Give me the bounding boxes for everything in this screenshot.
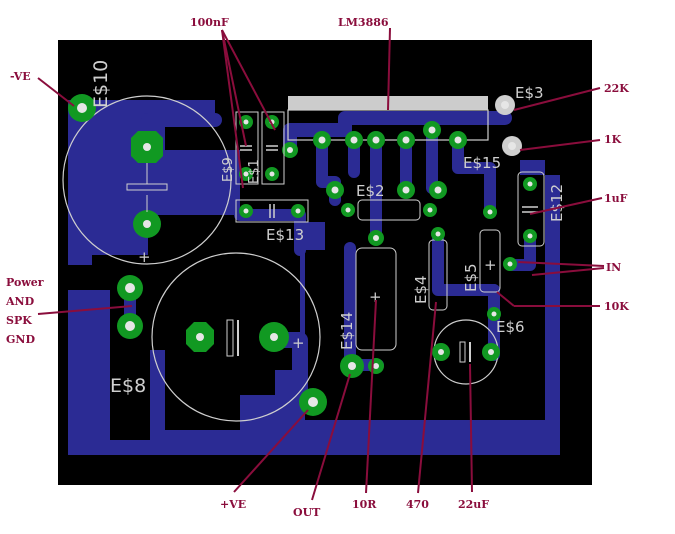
leader-1k [519, 139, 601, 151]
label-e4: E$4 [412, 275, 430, 304]
annotation-out: OUT [293, 506, 321, 519]
leader-in-b [531, 267, 605, 276]
trace [452, 134, 496, 218]
annotation-22uf: 22uF [458, 498, 489, 511]
label-e6: E$6 [496, 318, 525, 336]
annotation-100nf: 100nF [190, 16, 229, 29]
label-e10: E$10 [90, 60, 112, 108]
annotation-470: 470 [406, 498, 429, 511]
cap-e12-outline [517, 171, 545, 247]
label-e14: E$14 [338, 312, 356, 350]
cap-e8-outline [151, 252, 321, 422]
annotation-and: AND [5, 295, 35, 308]
annotation-10r: 10R [352, 498, 377, 511]
label-e9: E$9 [221, 157, 236, 182]
label-plus-e5: + [484, 256, 497, 274]
label-e1: E$1 [247, 159, 262, 184]
label-plus-e14: + [369, 288, 382, 306]
leader-22uf [469, 363, 473, 493]
leader-1uf [529, 197, 603, 215]
label-plus-e8: + [292, 334, 305, 352]
leader-in-a [517, 261, 605, 267]
cap-e10-outline [62, 95, 232, 265]
cap-e8-symbol [226, 319, 234, 357]
leader-470 [417, 301, 437, 494]
leader-power [37, 305, 133, 315]
bottom-plane [68, 175, 560, 455]
cap-e13-outline [235, 199, 309, 223]
label-e12: E$12 [548, 184, 566, 222]
trace [283, 111, 512, 157]
ic-pins [282, 121, 467, 199]
leader-vneg [37, 77, 75, 107]
annotation-gnd: GND [6, 333, 35, 346]
resistor-e14-outline [355, 247, 397, 351]
annotation-spk: SPK [6, 314, 32, 327]
annotation-22k: 22K [604, 82, 629, 95]
ground-plane [68, 100, 240, 265]
label-e3: E$3 [515, 84, 544, 102]
leader-100nf-b [221, 29, 247, 147]
annotation-10k: 10K [604, 300, 629, 313]
leader-ic [387, 27, 391, 111]
cap-e1-outline [261, 111, 285, 185]
label-e8: E$8 [110, 375, 146, 397]
leader-vpos [233, 409, 309, 493]
annotation-lm3886: LM3886 [338, 16, 389, 29]
leader-100nf-c [221, 29, 276, 131]
resistor-e5-outline [479, 229, 501, 293]
trace [432, 229, 500, 296]
annotation-vpos: +VE [220, 498, 246, 511]
leader-10k-b [496, 291, 515, 307]
resistor-e2-outline [357, 199, 421, 221]
leader-out [311, 373, 351, 501]
right-trace [520, 160, 545, 175]
cap-e9-outline [235, 111, 259, 185]
annotation-1uf: 1uF [604, 192, 628, 205]
label-e2: E$2 [356, 182, 385, 200]
annotation-power: Power [6, 276, 44, 289]
annotation-in: IN [606, 261, 621, 274]
annotation-1k: 1K [604, 133, 622, 146]
label-plus-e10: + [138, 248, 151, 266]
leader-22k [513, 87, 601, 111]
leader-100nf-a [221, 29, 244, 189]
annotation-vneg: -VE [10, 70, 31, 83]
label-e13: E$13 [266, 226, 304, 244]
label-e15: E$15 [463, 154, 501, 172]
label-e5: E$5 [462, 263, 480, 292]
leader-10r [365, 299, 377, 494]
